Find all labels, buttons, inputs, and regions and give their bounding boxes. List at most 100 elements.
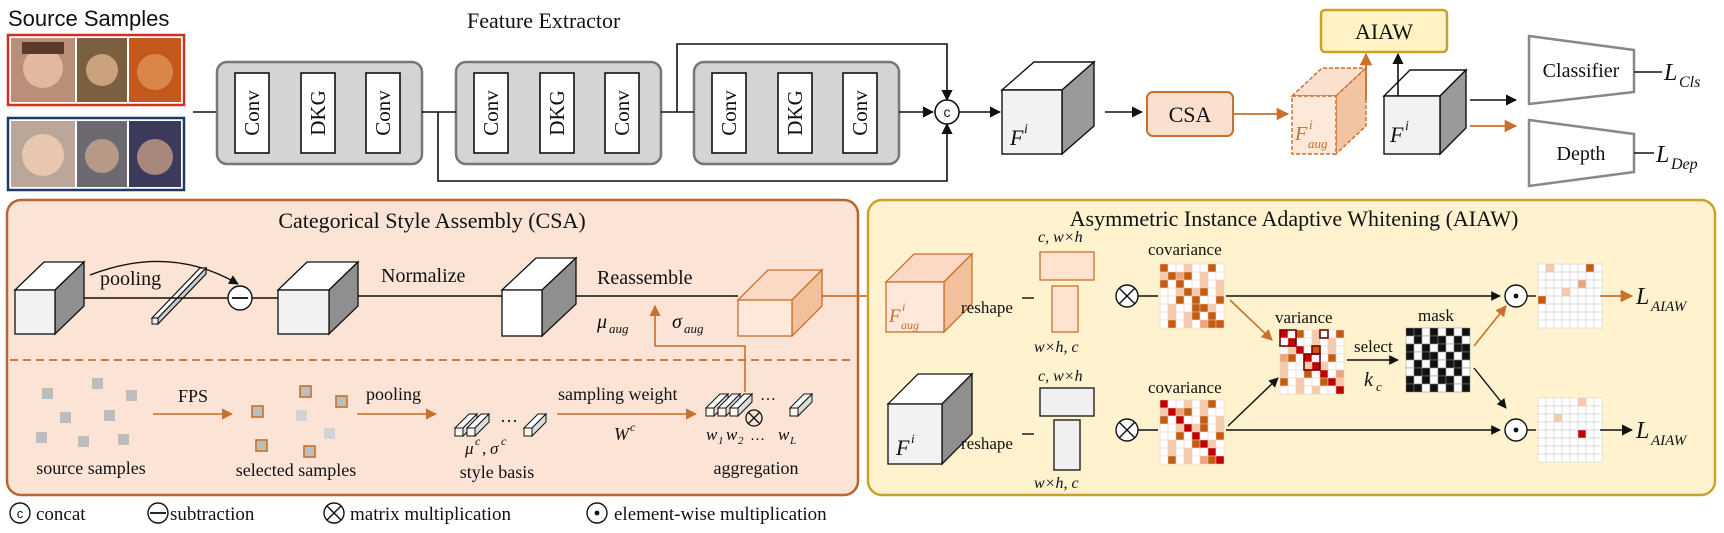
matrix-cell [1569, 421, 1579, 431]
block-3-unit-3-label: Conv [848, 90, 872, 136]
matrix-cell [1303, 385, 1313, 395]
matrix-cell [1413, 367, 1423, 377]
svg-text:i: i [911, 431, 915, 446]
matrix-cell [1191, 447, 1201, 457]
matrix-cell [1585, 279, 1595, 289]
matrix-cell [1279, 329, 1289, 339]
matrix-cell [1159, 319, 1169, 329]
matrix-cell [1167, 319, 1177, 329]
matrix-cell [1159, 439, 1169, 449]
matrix-cell [1561, 311, 1571, 321]
matrix-cell [1279, 337, 1289, 347]
matrix-cell [1175, 279, 1185, 289]
matrix-cell [1577, 287, 1587, 297]
matrix-cell [1175, 455, 1185, 465]
matrix-cell [1437, 375, 1447, 385]
matrix-cell [1215, 455, 1225, 465]
sigma-aug: σ [672, 311, 683, 333]
matrix-cell [1183, 279, 1193, 289]
matrix-cell [1295, 345, 1305, 355]
matrix-cell [1327, 345, 1337, 355]
matrix-cell [1215, 279, 1225, 289]
matrix-cell [1199, 271, 1209, 281]
matrix-cell [1295, 369, 1305, 379]
legend: c concat subtraction matrix multiplicati… [9, 502, 827, 525]
matrix-cell [1577, 453, 1587, 463]
matrix-cell [1445, 343, 1455, 353]
variance-label: variance [1275, 308, 1333, 327]
matrix-cell [1207, 279, 1217, 289]
matrix-cell [1561, 421, 1571, 431]
matrix-cell [1207, 431, 1217, 441]
matrix-cell [1319, 353, 1329, 363]
matrix-cell [1593, 295, 1603, 305]
matrix-cell [1175, 415, 1185, 425]
matrix-cell [1175, 319, 1185, 329]
svg-text:F: F [888, 306, 901, 327]
matrix-cell [1207, 447, 1217, 457]
matrix-cell [1405, 367, 1415, 377]
matrix-cell [1199, 415, 1209, 425]
loss-cls-sub: Cls [1679, 74, 1700, 91]
matrix-cell [1191, 431, 1201, 441]
matrix-cell [1569, 303, 1579, 313]
matrix-cell [1413, 335, 1423, 345]
matrix-cell [1199, 399, 1209, 409]
matrix-cell [1191, 423, 1201, 433]
unselected-dot [296, 410, 307, 421]
matrix-cell [1167, 455, 1177, 465]
matrix-cell [1545, 287, 1555, 297]
matrix-cell [1545, 271, 1555, 281]
matrix-cell [1437, 367, 1447, 377]
csa-input-cube [13, 260, 86, 336]
block-3-unit-3 [842, 72, 878, 154]
matrix-cell [1545, 421, 1555, 431]
matrix-cell [1215, 407, 1225, 417]
matrix-cell [1335, 337, 1345, 347]
svg-text:CSA: CSA [1169, 102, 1212, 127]
matrix-cell [1421, 343, 1431, 353]
matrix-cell [1453, 351, 1463, 361]
matrix-cell [1183, 415, 1193, 425]
matrix-cell [1215, 439, 1225, 449]
matrix-cell [1437, 351, 1447, 361]
matrix-cell [1199, 455, 1209, 465]
block-2-unit-2 [539, 72, 575, 154]
matrix-cell [1311, 345, 1321, 355]
matrix-cell [1327, 369, 1337, 379]
matrix-cell [1593, 279, 1603, 289]
matrix-cell [1537, 295, 1547, 305]
matrix-cell [1319, 329, 1329, 339]
svg-text:1: 1 [718, 435, 724, 447]
pooled-vector [150, 266, 208, 326]
kc-label: k [1364, 369, 1374, 391]
source-dot [92, 378, 103, 389]
matrix-cell [1175, 303, 1185, 313]
matrix-cell [1593, 413, 1603, 423]
matrix-cell [1561, 453, 1571, 463]
matrix-cell [1183, 295, 1193, 305]
block-3-unit-2 [777, 72, 813, 154]
matrix-cell [1553, 271, 1563, 281]
matrix-cell [1429, 367, 1439, 377]
source-samples-caption: source samples [36, 458, 145, 478]
matrix-cell [1191, 407, 1201, 417]
style-basis-vectors [453, 412, 548, 438]
matrix-cell [1569, 311, 1579, 321]
subtraction-node [227, 285, 253, 311]
matrix-cell [1429, 335, 1439, 345]
block-3-unit-1-label: Conv [717, 90, 741, 136]
source-dot [42, 388, 53, 399]
matrix-cell [1191, 287, 1201, 297]
matrix-cell [1545, 453, 1555, 463]
matrix-cell [1429, 343, 1439, 353]
matrix-cell [1207, 287, 1217, 297]
matrix-cell [1445, 375, 1455, 385]
matrix-cell [1167, 439, 1177, 449]
matrix-cell [1191, 303, 1201, 313]
matrix-cell [1319, 377, 1329, 387]
dims-top-2: c, w×h [1038, 368, 1083, 385]
matrix-cell [1183, 447, 1193, 457]
matrix-cell [1421, 327, 1431, 337]
matrix-cell [1287, 337, 1297, 347]
